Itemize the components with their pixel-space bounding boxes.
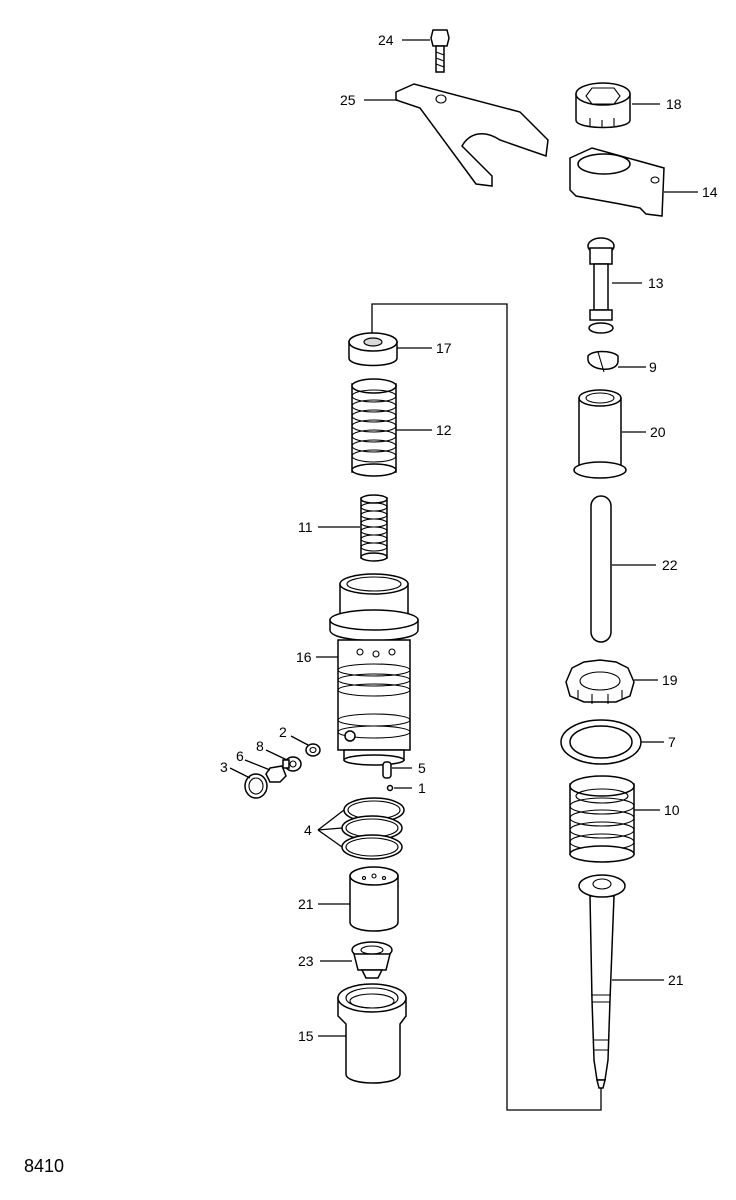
callout-6: 6 [236, 748, 244, 764]
callout-13: 13 [648, 275, 664, 291]
part-25-clamp[interactable] [395, 83, 549, 187]
part-1-ball[interactable] [386, 784, 394, 792]
callout-3: 3 [220, 759, 228, 775]
assembly-connector-line [371, 303, 602, 1111]
callout-21-right: 21 [668, 972, 684, 988]
part-20-sleeve[interactable] [573, 389, 627, 479]
callout-22: 22 [662, 557, 678, 573]
callout-25: 25 [340, 92, 356, 108]
part-17-washer[interactable] [348, 332, 398, 367]
callout-18: 18 [666, 96, 682, 112]
callout-20: 20 [650, 424, 666, 440]
callout-4: 4 [304, 822, 312, 838]
callout-19: 19 [662, 672, 678, 688]
callout-21-left: 21 [298, 896, 314, 912]
part-18-cap-nut[interactable] [575, 82, 631, 129]
callout-9: 9 [649, 359, 657, 375]
callout-24: 24 [378, 32, 394, 48]
part-24-bolt[interactable] [430, 29, 450, 73]
figure-code: 8410 [24, 1156, 64, 1176]
part-4-o-rings[interactable] [341, 797, 405, 860]
part-6-nut[interactable] [265, 765, 287, 783]
callout-16: 16 [296, 649, 312, 665]
callout-12: 12 [436, 422, 452, 438]
part-3-o-ring[interactable] [244, 773, 268, 799]
callout-8: 8 [256, 738, 264, 754]
part-10-spring[interactable] [569, 775, 635, 863]
callout-1: 1 [418, 780, 426, 796]
part-22-push-rod[interactable] [590, 495, 612, 643]
callout-11: 11 [298, 519, 313, 535]
part-23-valve[interactable] [351, 941, 393, 979]
part-12-spring[interactable] [351, 378, 397, 477]
callout-2: 2 [279, 724, 287, 740]
callout-15: 15 [298, 1028, 314, 1044]
callout-23: 23 [298, 953, 314, 969]
part-11-spring[interactable] [360, 494, 388, 562]
part-9-retaining-clip[interactable] [587, 350, 619, 373]
callout-5: 5 [418, 760, 426, 776]
callout-10: 10 [664, 802, 680, 818]
part-2-washer[interactable] [305, 743, 321, 757]
part-8-plug[interactable] [282, 756, 302, 772]
part-13-plunger[interactable] [587, 237, 615, 334]
part-19-castle-nut[interactable] [565, 659, 635, 704]
callout-14: 14 [702, 184, 718, 200]
part-21-nozzle-body[interactable] [349, 866, 399, 932]
callout-17: 17 [436, 340, 452, 356]
part-7-sealing-ring[interactable] [560, 719, 642, 765]
part-15-nozzle-nut[interactable] [337, 983, 407, 1084]
part-21-nozzle-holder[interactable] [578, 874, 626, 1089]
callout-7: 7 [668, 734, 676, 750]
part-16-pump-body[interactable] [329, 573, 419, 766]
part-14-bracket[interactable] [569, 147, 665, 217]
part-5-pin[interactable] [382, 761, 392, 779]
